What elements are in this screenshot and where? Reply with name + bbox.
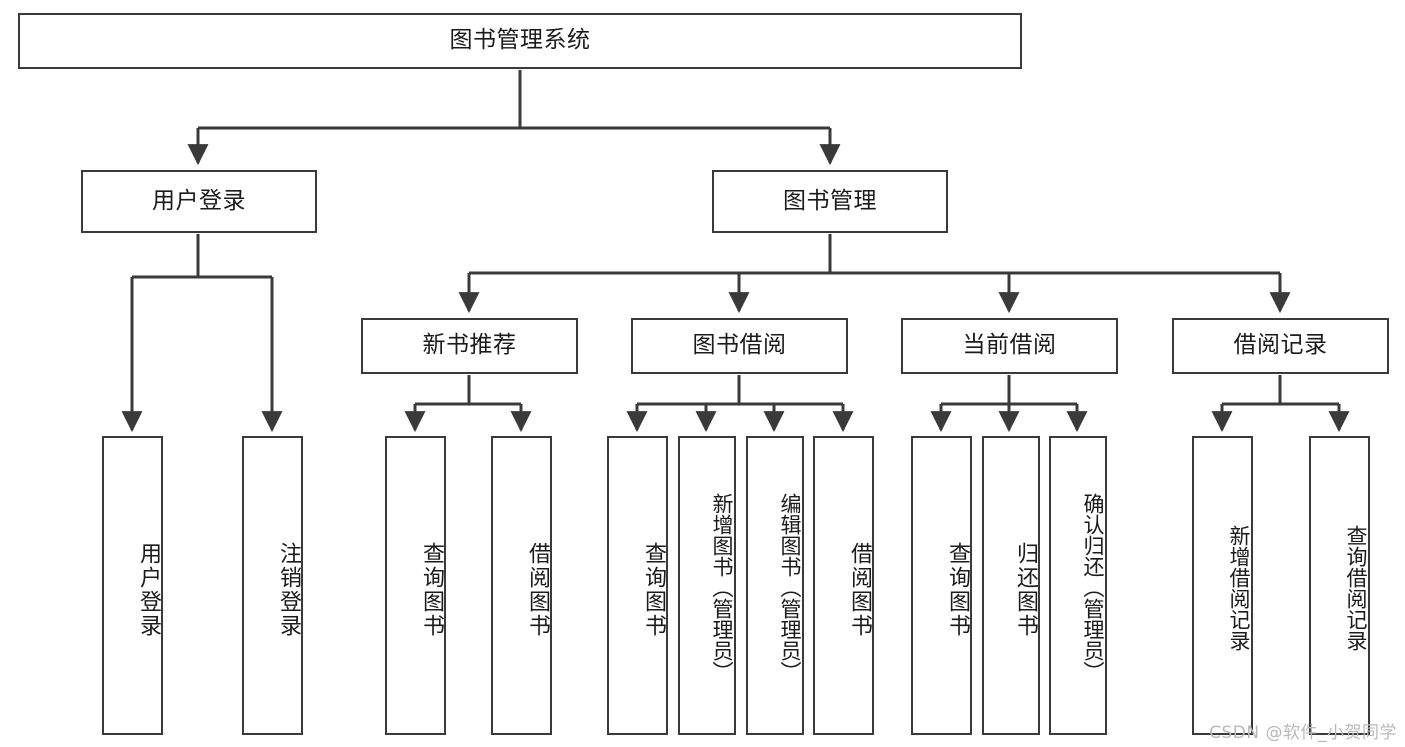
node-label: 新增图书（管理员）: [710, 493, 734, 682]
node-user-login[interactable]: 用户登录: [81, 170, 317, 233]
node-borrow-record[interactable]: 借阅记录: [1172, 318, 1389, 374]
node-label: 查询借阅记录: [1344, 524, 1368, 651]
node-leaf-borrow-book-1[interactable]: 借阅图书: [491, 436, 552, 735]
node-leaf-query-borrow-record[interactable]: 查询借阅记录: [1309, 436, 1370, 735]
node-label: 新书推荐: [422, 332, 517, 359]
node-label: 用户登录: [152, 187, 246, 214]
node-leaf-borrow-book-2[interactable]: 借阅图书: [813, 436, 874, 735]
node-book-management[interactable]: 图书管理: [712, 170, 948, 233]
node-new-book-recommend[interactable]: 新书推荐: [361, 318, 578, 374]
node-label: 新增借阅记录: [1227, 524, 1251, 651]
node-label: 注销登录: [276, 541, 301, 638]
node-label: 查询图书: [945, 541, 970, 638]
node-label: 编辑图书（管理员）: [778, 493, 802, 682]
node-label: 用户登录: [136, 541, 161, 638]
node-label: 确认归还（管理员）: [1081, 493, 1105, 682]
node-leaf-user-login[interactable]: 用户登录: [102, 436, 163, 735]
node-leaf-confirm-return-admin[interactable]: 确认归还（管理员）: [1049, 436, 1107, 735]
node-leaf-query-book-3[interactable]: 查询图书: [911, 436, 972, 735]
node-leaf-add-book-admin[interactable]: 新增图书（管理员）: [678, 436, 736, 735]
node-label: 图书管理系统: [449, 27, 591, 54]
node-book-borrow[interactable]: 图书借阅: [631, 318, 848, 374]
node-label: 当前借阅: [962, 332, 1057, 359]
node-label: 借阅图书: [525, 541, 550, 638]
node-label: 归还图书: [1013, 541, 1038, 638]
node-label: 查询图书: [419, 541, 444, 638]
node-leaf-add-borrow-record[interactable]: 新增借阅记录: [1192, 436, 1253, 735]
node-leaf-return-book[interactable]: 归还图书: [982, 436, 1040, 735]
node-label: 图书借阅: [692, 332, 787, 359]
watermark-text: CSDN @软件_小贺同学: [1209, 723, 1397, 743]
node-label: 借阅记录: [1233, 332, 1328, 359]
node-current-borrow[interactable]: 当前借阅: [901, 318, 1118, 374]
node-leaf-query-book-1[interactable]: 查询图书: [385, 436, 446, 735]
node-label: 图书管理: [783, 187, 877, 214]
node-leaf-logout-login[interactable]: 注销登录: [242, 436, 303, 735]
node-leaf-edit-book-admin[interactable]: 编辑图书（管理员）: [746, 436, 804, 735]
node-root-book-management-system[interactable]: 图书管理系统: [18, 13, 1022, 69]
node-label: 借阅图书: [847, 541, 872, 638]
node-label: 查询图书: [641, 541, 666, 638]
node-leaf-query-book-2[interactable]: 查询图书: [607, 436, 668, 735]
